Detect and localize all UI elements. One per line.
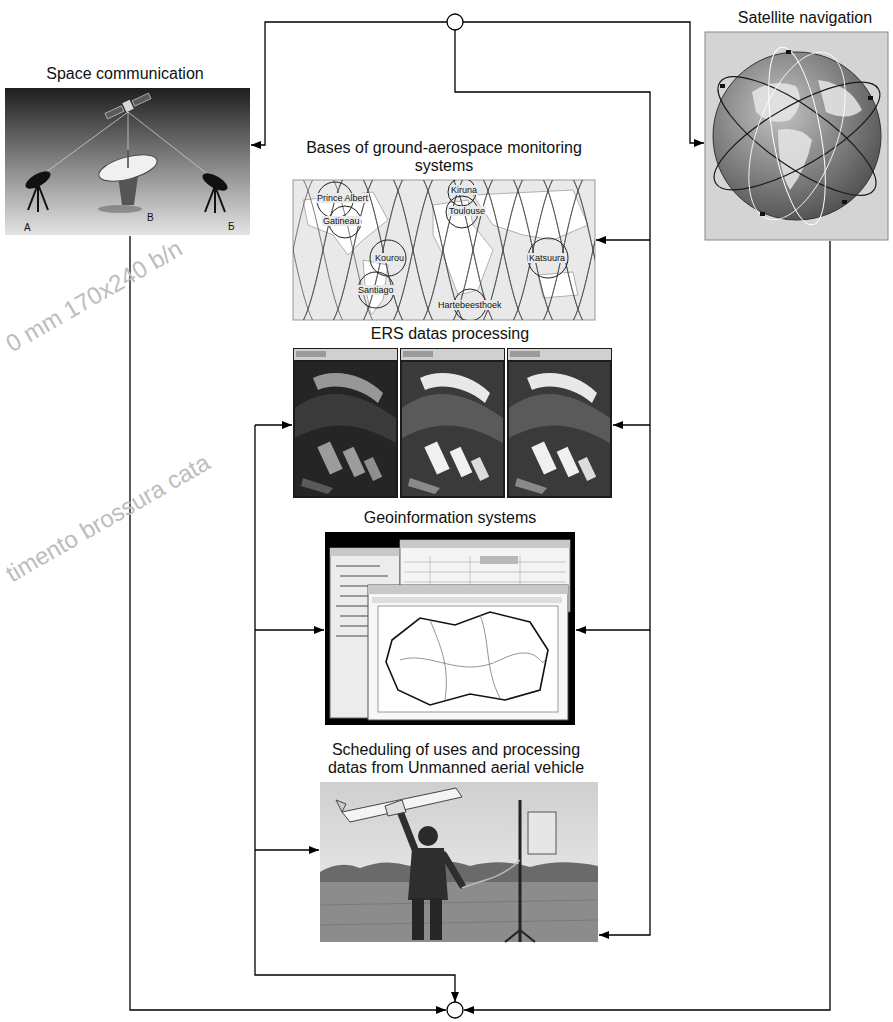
picture-panel: Satellite navigation xyxy=(705,9,890,240)
station-name: Santiago xyxy=(357,285,395,295)
station-name: Prince Albert xyxy=(316,193,369,203)
satellite-navigation-picture xyxy=(701,32,893,240)
picture-area xyxy=(293,348,612,498)
picture-panel: ERS datas processing xyxy=(293,325,612,498)
panel-heading: Bases of ground-aerospace monitoring sys… xyxy=(284,139,604,175)
picture-panel: Bases of ground-aerospace monitoring sys… xyxy=(284,139,604,320)
station-name: Gatineau xyxy=(322,216,361,226)
station-name: Katsuura xyxy=(528,253,566,263)
picture-panel: Space communication xyxy=(5,65,250,235)
gis-screenshot xyxy=(325,532,575,725)
space-communication-picture xyxy=(5,88,250,235)
station-name: Kourou xyxy=(374,253,405,263)
antenna-letter: А xyxy=(24,222,31,234)
ground-station-map xyxy=(173,170,803,330)
panel-heading: Satellite navigation xyxy=(720,9,890,27)
ers-image-windows xyxy=(293,348,612,498)
picture-panel: Geoinformation systems xyxy=(320,509,580,725)
junction-circle xyxy=(447,14,463,30)
panel-heading: Space communication xyxy=(7,65,243,83)
picture-area xyxy=(320,782,598,942)
link-lines xyxy=(130,22,830,1010)
antenna-letter: В xyxy=(147,212,154,224)
station-name: Toulouse xyxy=(448,206,486,216)
junction-circle xyxy=(447,1002,463,1018)
picture-area xyxy=(705,32,888,240)
uav-photo xyxy=(320,782,598,942)
picture-area xyxy=(325,532,575,725)
watermark-text: timento brossura cata xyxy=(1,448,215,588)
station-name: Kiruna xyxy=(450,185,478,195)
antenna-letter: Б xyxy=(228,221,235,233)
picture-panel: Scheduling of uses and processing datas … xyxy=(311,741,601,942)
watermark-text: 0 mm 170x240 b/n xyxy=(1,234,187,358)
picture-area xyxy=(5,88,250,235)
station-name: Hartebeesthoek xyxy=(437,300,503,310)
panel-heading: Geoinformation systems xyxy=(320,509,580,527)
panel-heading: Scheduling of uses and processing datas … xyxy=(311,741,601,777)
panel-heading: ERS datas processing xyxy=(300,325,600,343)
